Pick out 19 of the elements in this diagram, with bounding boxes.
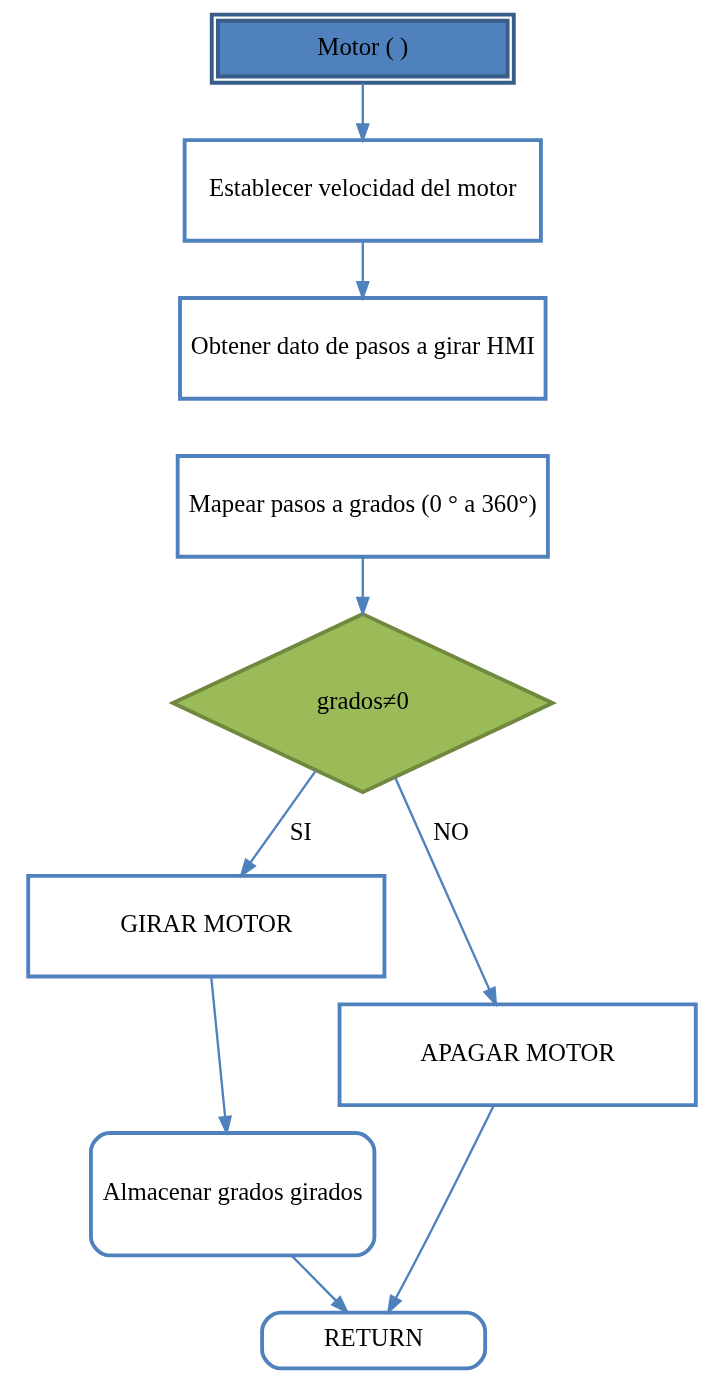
node-box: Motor ( ) — [209, 12, 516, 85]
edge-label: NO — [433, 817, 469, 845]
node-box: Almacenar grados girados — [89, 1131, 377, 1258]
node-box: RETURN — [260, 1310, 488, 1371]
edge-label: SI — [289, 817, 312, 845]
arrow — [239, 769, 317, 879]
node-box: Mapear pasos a grados (0 ° a 360°) — [175, 454, 550, 559]
node-box: GIRAR MOTOR — [26, 873, 387, 979]
node-box: Establecer velocidad del motor — [182, 138, 543, 243]
arrow — [210, 976, 233, 1136]
node-box: Obtener dato de pasos a girar HMI — [178, 296, 548, 401]
node-box: APAGAR MOTOR — [337, 1002, 698, 1107]
arrow — [355, 556, 370, 618]
arrow — [386, 1104, 495, 1316]
arrow — [290, 1254, 350, 1315]
arrow — [394, 776, 498, 1008]
arrow — [355, 240, 370, 302]
arrow — [355, 83, 370, 144]
node-diamond: grados≠0 — [168, 611, 558, 795]
